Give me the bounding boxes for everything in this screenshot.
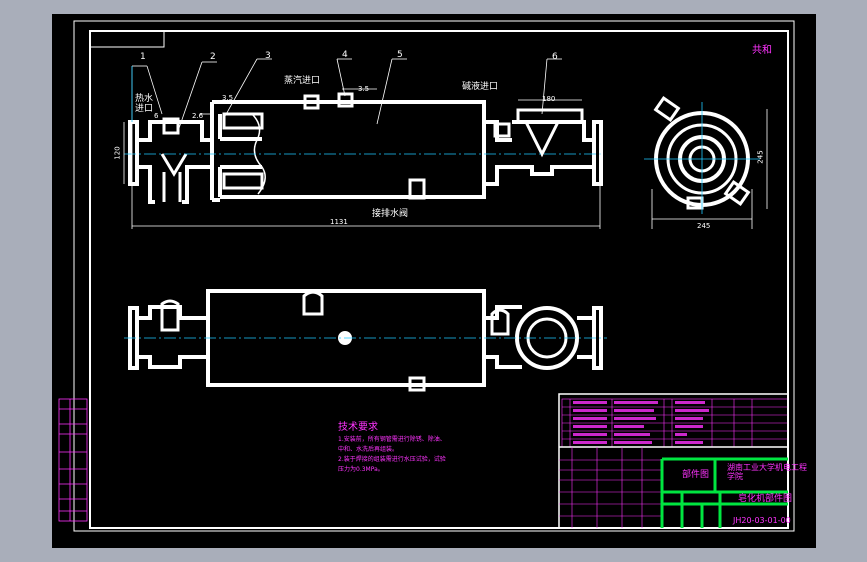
tech-line-3: 2.装于焊接的组装需进行水压试验，试验	[338, 456, 446, 463]
steam-nozzle	[303, 94, 320, 110]
tech-line-4: 压力为0.3MPa。	[338, 466, 384, 473]
part-number-4: 4	[342, 50, 348, 60]
part-number-3: 3	[265, 51, 271, 61]
outer-border	[73, 20, 795, 532]
parts-list	[561, 398, 789, 448]
left-flange	[128, 120, 139, 186]
front-view	[128, 92, 603, 204]
dim-small-3: 2.6	[192, 112, 204, 120]
main-cylinder-inner	[222, 112, 264, 130]
hot-water-inlet-label: 热水进口	[135, 94, 159, 114]
part-number-2: 2	[210, 52, 216, 62]
top-left-label-box	[89, 30, 165, 48]
drawing-sheet	[58, 20, 795, 532]
drain-label: 接排水阀	[372, 209, 409, 219]
hot-water-inlet-text: 热水进口	[135, 94, 154, 114]
part-number-6: 6	[552, 52, 558, 62]
dim-side-width: 245	[697, 222, 711, 230]
left-stamp-table	[58, 398, 88, 522]
inner-border	[89, 30, 789, 529]
steam-inlet-label: 蒸汽进口	[284, 76, 321, 86]
dim-small-2: 3.5	[358, 85, 370, 93]
assembly-label: 部件图	[682, 470, 710, 480]
side-view	[651, 96, 768, 229]
alkali-inlet-label: 碱液进口	[462, 82, 499, 92]
dim-side-height: 245	[756, 150, 765, 164]
dim-flange-width: 180	[542, 95, 556, 103]
tech-line-2: 中和、水洗后再组装。	[338, 446, 399, 453]
tech-line-1: 1.安装前，所有钢管需进行除锈、除油、	[338, 436, 446, 443]
nozzle-4	[337, 92, 354, 108]
tech-requirements-title: 技术要求	[338, 422, 378, 433]
dim-height-left: 120	[113, 146, 122, 160]
part-number-1: 1	[140, 52, 146, 62]
dim-total-length: 1131	[330, 218, 348, 226]
drain-nozzle	[408, 178, 426, 200]
corner-note: 共和	[752, 45, 772, 56]
right-flange	[592, 120, 603, 186]
title-block	[558, 393, 789, 529]
drawing-name: 皂化机部件图	[738, 494, 793, 504]
school-name: 湖南工业大学机电工程学院	[727, 463, 807, 481]
dim-small-4: 3.5	[222, 94, 234, 102]
dim-small-1: 6	[154, 112, 159, 120]
part-number-5: 5	[397, 50, 403, 60]
drawing-number: JH20-03-01-00	[733, 516, 791, 525]
cad-viewport[interactable]: 1 2 3 4 5 6 共和 热水进口 蒸汽进口 碱液进口 接排水阀 120 1…	[52, 14, 816, 548]
top-view	[128, 289, 603, 392]
